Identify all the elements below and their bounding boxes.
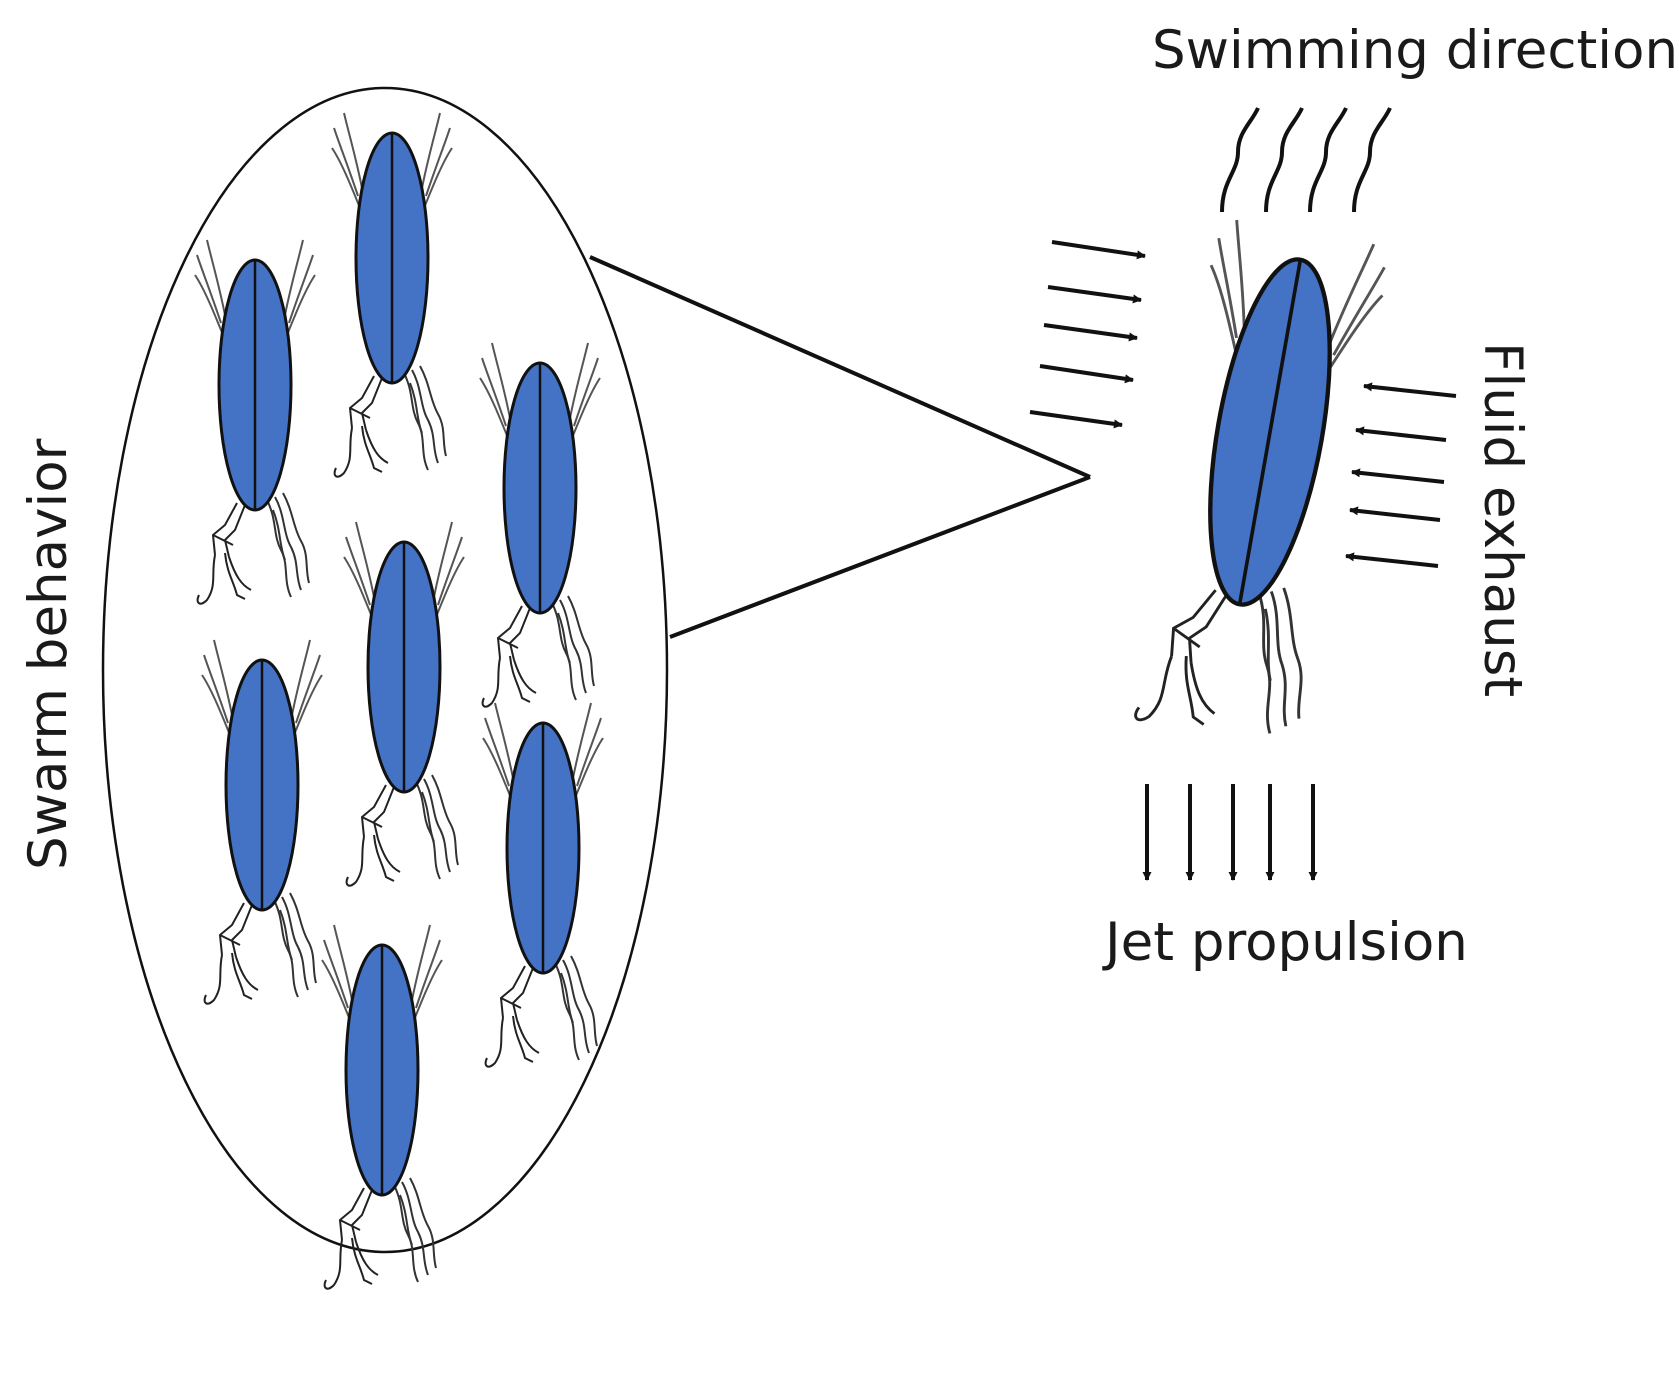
swarm-behavior-label: Swarm behavior	[18, 438, 79, 870]
fluid-exhaust-label: Fluid exhaust	[1472, 342, 1533, 697]
enlarged-organism	[1131, 217, 1391, 749]
incoming-flow-arrows	[1029, 240, 1146, 429]
swarm-organism	[478, 341, 602, 709]
swarm-organism	[342, 520, 466, 888]
zoom-line-bottom	[669, 475, 1091, 639]
swarm-enclosure	[101, 86, 669, 1254]
swarm-organism	[193, 238, 317, 606]
swimming-direction-label: Swimming direction	[1152, 20, 1678, 81]
jet-propulsion-label: Jet propulsion	[1102, 912, 1468, 973]
swarm-organism	[481, 701, 605, 1069]
swarm-organisms	[193, 111, 605, 1291]
swarm-organism	[200, 638, 324, 1006]
swimming-direction-waves	[1220, 107, 1392, 213]
fluid-exhaust-arrows	[1345, 382, 1457, 568]
swarm-organism	[330, 111, 454, 479]
jet-propulsion-arrows	[1142, 784, 1318, 881]
swarm-organism	[320, 923, 444, 1291]
zoom-line-top	[589, 255, 1091, 479]
